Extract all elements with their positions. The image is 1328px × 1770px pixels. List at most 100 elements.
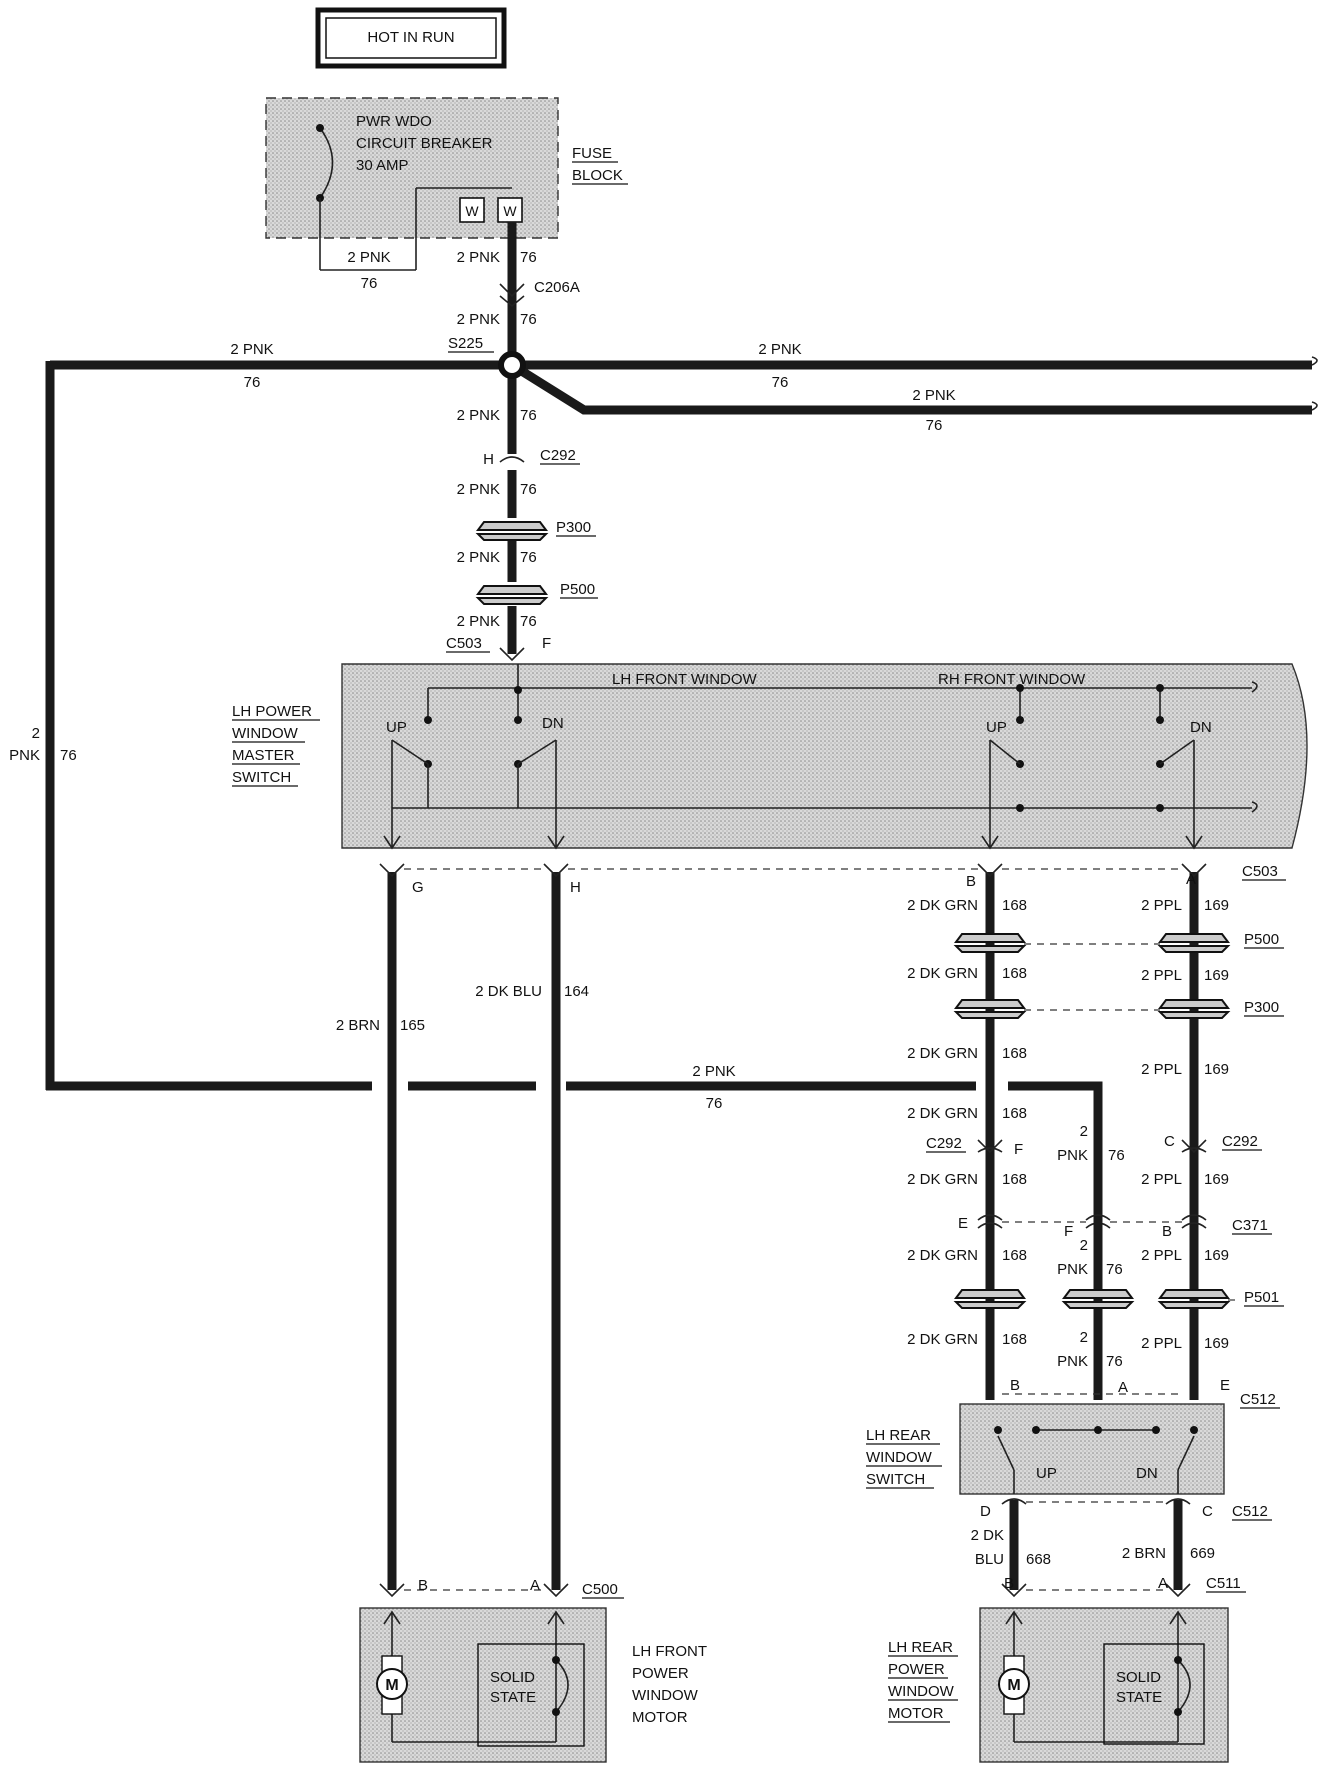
lh-front-window-label: LH FRONT WINDOW (612, 671, 758, 688)
front-blu-circuit: 164 (564, 983, 589, 1000)
pnk-color-1: PNK (1057, 1147, 1088, 1164)
feed-wire4-circuit: 76 (520, 481, 537, 498)
left-vertical-color: PNK (9, 747, 40, 764)
rear-motor-label-2: POWER (888, 1661, 945, 1678)
front-solid-1: SOLID (490, 1669, 535, 1686)
right2-branch-label: 2 PNK (912, 387, 955, 404)
feed-wire5-label: 2 PNK (457, 549, 500, 566)
pnk-gauge-3: 2 (1080, 1329, 1088, 1346)
breaker-line-3: 30 AMP (356, 157, 409, 174)
grn-label-2: 2 DK GRN (907, 965, 978, 982)
front-motor-label-3: WINDOW (632, 1687, 699, 1704)
rear-b2-label: B (1162, 1223, 1172, 1240)
ppl-circuit-5: 169 (1204, 1247, 1229, 1264)
feed-f-label: F (542, 635, 551, 652)
front-motor-label-4: MOTOR (632, 1709, 688, 1726)
terminal-w-2: W (503, 203, 517, 219)
rear-blu-circuit: 668 (1026, 1551, 1051, 1568)
rear-switch-label-3: SWITCH (866, 1471, 925, 1488)
rear-motor-m: M (1007, 1677, 1020, 1694)
rear-b3-label: B (1010, 1377, 1020, 1394)
rear-f2-label: F (1064, 1223, 1073, 1240)
pnk-color-3: PNK (1057, 1353, 1088, 1370)
left-vertical-circuit: 76 (60, 747, 77, 764)
rear-c292: C292 (926, 1135, 962, 1152)
master-label-2: WINDOW (232, 725, 299, 742)
grn-label-5: 2 DK GRN (907, 1171, 978, 1188)
front-g-label: G (412, 879, 424, 896)
ppl-label-6: 2 PPL (1141, 1335, 1182, 1352)
pnk-gauge-1: 2 (1080, 1123, 1088, 1140)
feed-wire2-circuit: 76 (520, 311, 537, 328)
rear-solid-2: STATE (1116, 1689, 1162, 1706)
right1-branch-label: 2 PNK (758, 341, 801, 358)
ppl-circuit-2: 169 (1204, 967, 1229, 984)
ppl-label-3: 2 PPL (1141, 1061, 1182, 1078)
pnk-gauge-2: 2 (1080, 1237, 1088, 1254)
rear-a3-label: A (1118, 1379, 1128, 1396)
feed-c503-label: C503 (446, 635, 482, 652)
ppl-label-4: 2 PPL (1141, 1171, 1182, 1188)
master-switch: LH FRONT WINDOW RH FRONT WINDOW UP DN UP… (232, 663, 1308, 850)
front-blu-label: 2 DK BLU (475, 983, 542, 1000)
main-feed-wire: 2 PNK 76 C206A 2 PNK 76 S225 2 PNK 76 H … (446, 222, 598, 662)
left-branch-circuit: 76 (244, 374, 261, 391)
rear-b-top: B (966, 873, 976, 890)
master-up-2: UP (986, 719, 1007, 736)
ppl-circuit-6: 169 (1204, 1335, 1229, 1352)
front-brn-label: 2 BRN (336, 1017, 380, 1034)
ppl-label-1: 2 PPL (1141, 897, 1182, 914)
bottom-branch-label: 2 PNK (692, 1063, 735, 1080)
rear-c-label-bottom: C (1202, 1503, 1213, 1520)
master-up-1: UP (386, 719, 407, 736)
feed-h-label: H (483, 451, 494, 468)
master-label-3: MASTER (232, 747, 295, 764)
rear-motor-a-label: A (1158, 1575, 1168, 1592)
grn-circuit-6: 168 (1002, 1247, 1027, 1264)
rear-f-label: F (1014, 1141, 1023, 1158)
rear-motor-label-1: LH REAR (888, 1639, 953, 1656)
lh-front-wires: G H 2 BRN 165 2 DK BLU 164 (336, 863, 980, 1590)
rear-brn-label: 2 BRN (1122, 1545, 1166, 1562)
pnk-circuit-2: 76 (1106, 1261, 1123, 1278)
rear-c-label: C (1164, 1133, 1175, 1150)
rear-c512-bottom: C512 (1232, 1503, 1268, 1520)
rh-front-window-label: RH FRONT WINDOW (938, 671, 1086, 688)
ppl-circuit-3: 169 (1204, 1061, 1229, 1078)
rear-p300: P300 (1244, 999, 1279, 1016)
feed-wire4-label: 2 PNK (457, 481, 500, 498)
rear-p501: P501 (1244, 1289, 1279, 1306)
splice-label: S225 (448, 335, 483, 352)
rear-motor-wires: D C C512 2 DK BLU 668 2 BRN 669 B A C511 (971, 1498, 1272, 1598)
rear-blu-color: BLU (975, 1551, 1004, 1568)
front-motor-a-label: A (530, 1577, 540, 1594)
front-motor-label-2: POWER (632, 1665, 689, 1682)
front-c500: C500 (582, 1581, 618, 1598)
front-brn-circuit: 165 (400, 1017, 425, 1034)
master-label-4: SWITCH (232, 769, 291, 786)
rear-c503: C503 (1242, 863, 1278, 880)
rear-switch-label-1: LH REAR (866, 1427, 931, 1444)
rear-e3-label: E (1220, 1377, 1230, 1394)
ppl-label-5: 2 PPL (1141, 1247, 1182, 1264)
grn-label-4: 2 DK GRN (907, 1105, 978, 1122)
breaker-line-1: PWR WDO (356, 113, 432, 130)
front-solid-2: STATE (490, 1689, 536, 1706)
rear-wires: B A C503 2 DK GRN 168 2 PPL 169 P500 2 D… (907, 863, 1286, 1409)
hot-in-run-box: HOT IN RUN (315, 7, 507, 69)
grn-label-3: 2 DK GRN (907, 1045, 978, 1062)
feed-p300-label: P300 (556, 519, 591, 536)
feed-wire1-circuit: 76 (520, 249, 537, 266)
feed-wire6-label: 2 PNK (457, 613, 500, 630)
grn-label-7: 2 DK GRN (907, 1331, 978, 1348)
front-motor-b-label: B (418, 1577, 428, 1594)
left-vertical-gauge: 2 (32, 725, 40, 742)
rear-motor-label-3: WINDOW (888, 1683, 955, 1700)
front-motor-label-1: LH FRONT (632, 1643, 707, 1660)
feed-wire6-circuit: 76 (520, 613, 537, 630)
rear-c371: C371 (1232, 1217, 1268, 1234)
rear-c511: C511 (1206, 1575, 1241, 1592)
rear-switch-label-2: WINDOW (866, 1449, 933, 1466)
terminal-w-1: W (465, 203, 479, 219)
